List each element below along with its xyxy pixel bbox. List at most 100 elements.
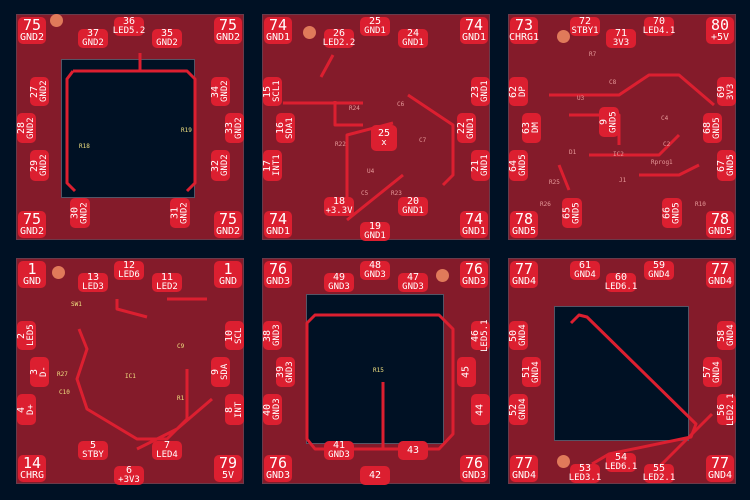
pad-80[interactable]: 80+5V [706,17,734,44]
pad-44[interactable]: 44 [471,394,490,425]
pad-6[interactable]: 6+3V3 [114,466,144,485]
pad-42[interactable]: 42 [360,466,390,485]
pad-43[interactable]: 43 [398,441,428,460]
pad-18[interactable]: 18+3.3V [324,197,354,216]
pad-45[interactable]: 45 [457,357,476,387]
